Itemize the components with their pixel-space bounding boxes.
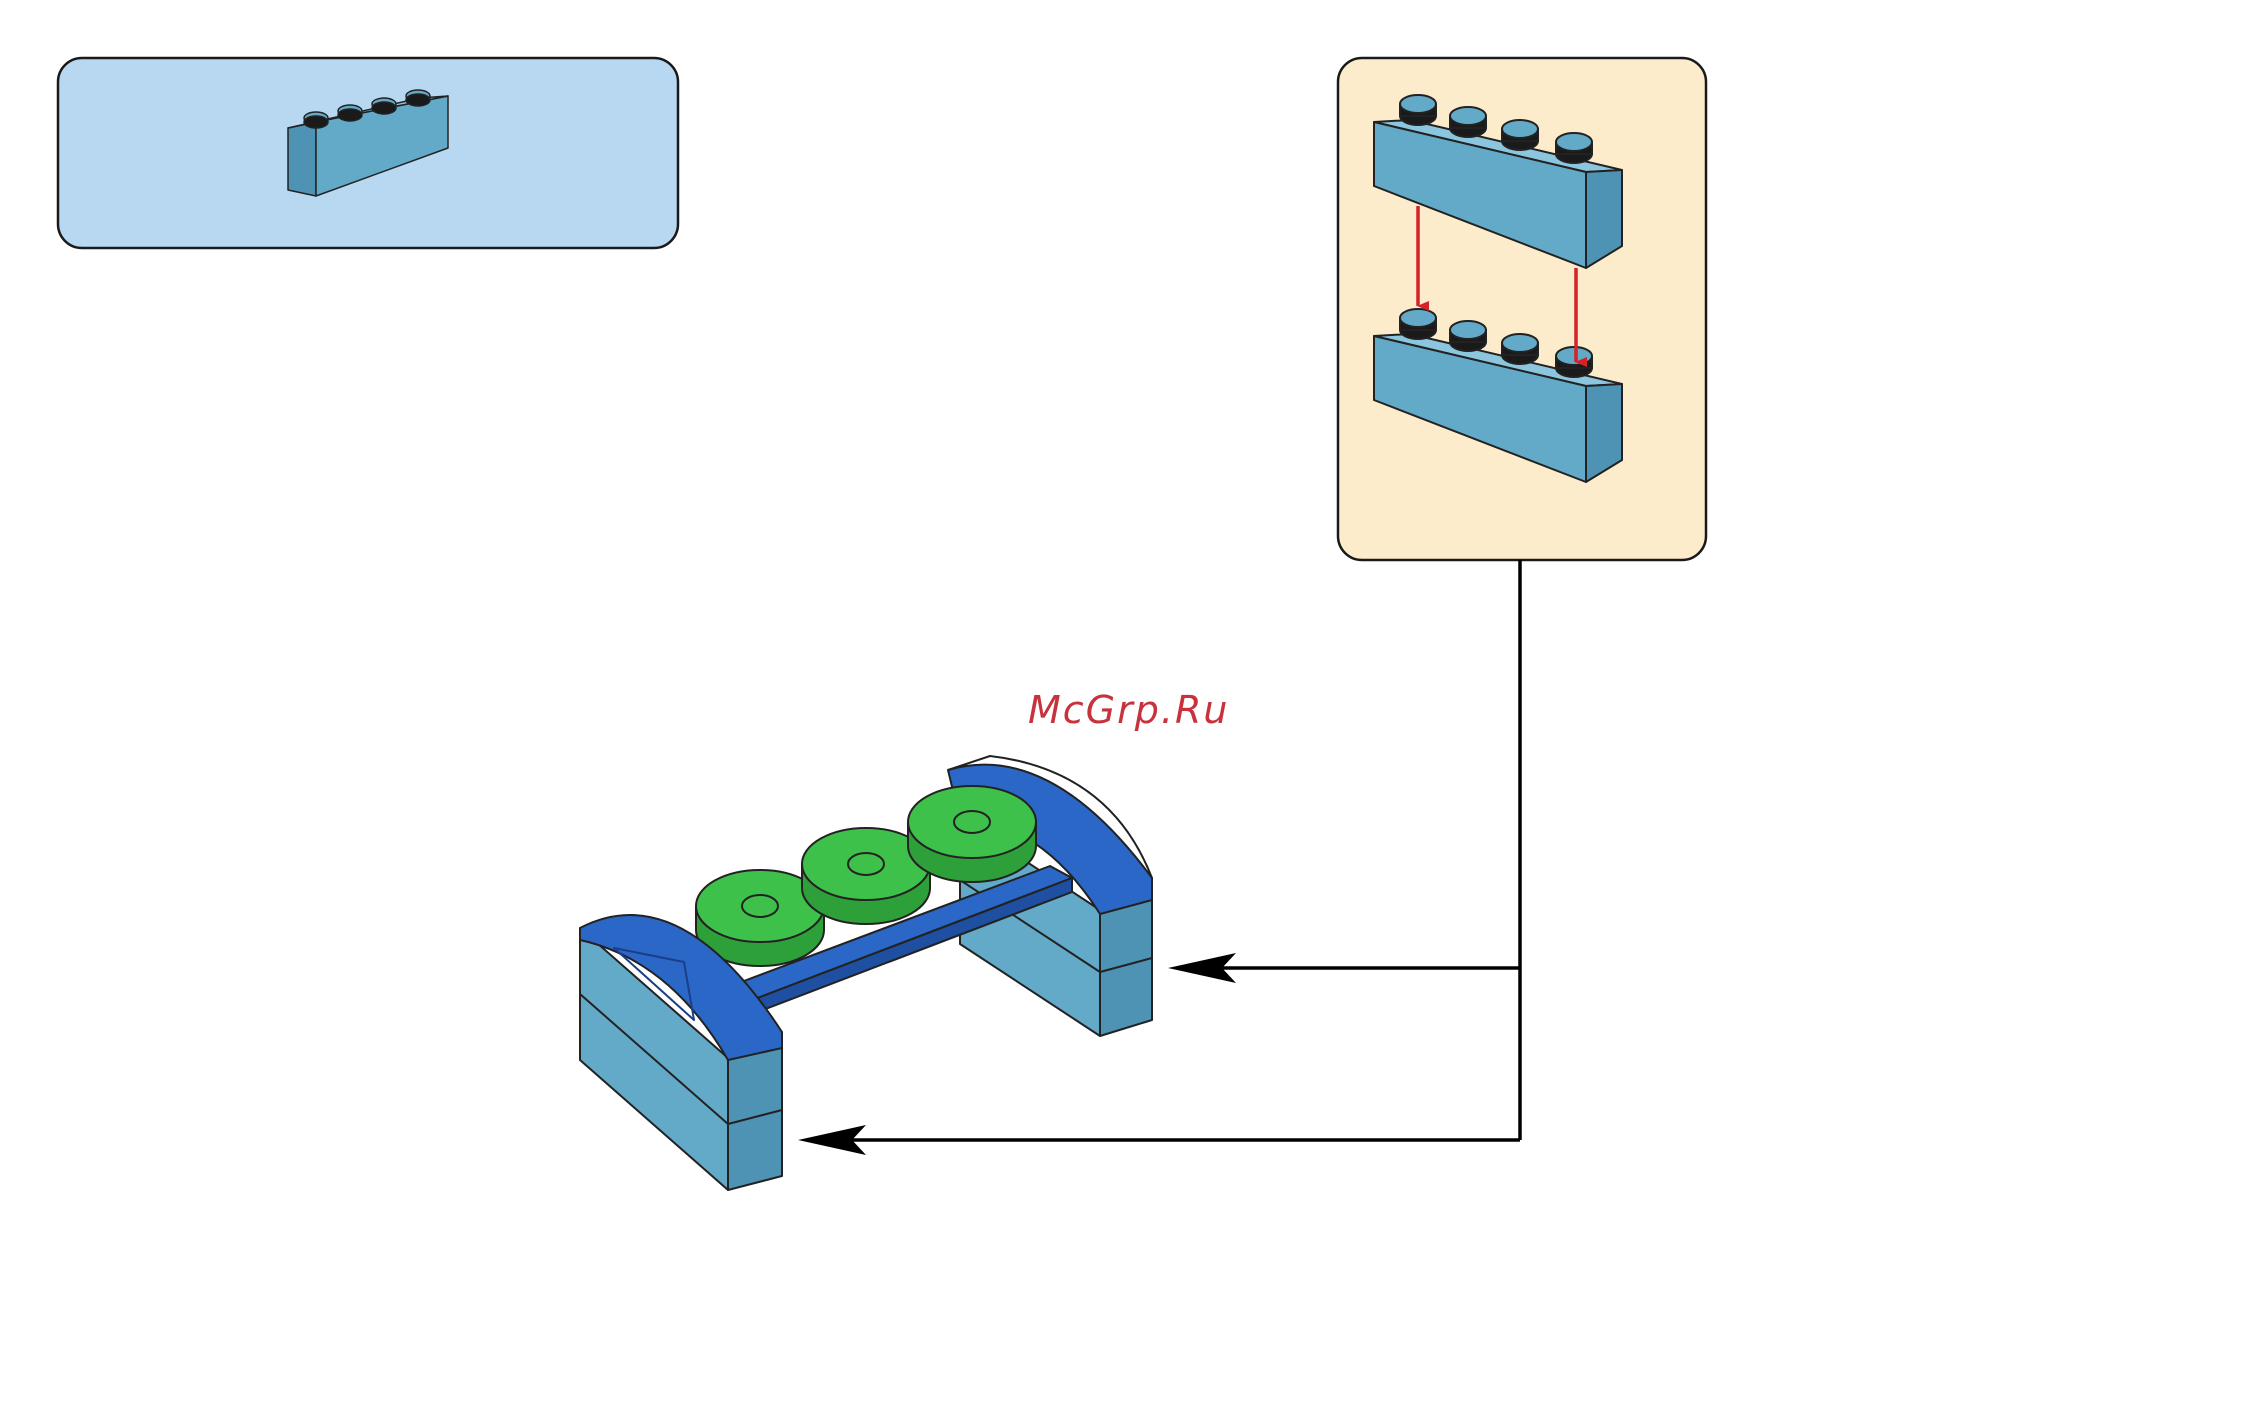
sub-assembly-callout [1338,58,1706,560]
green-tile-3 [908,786,1036,882]
watermark-text: McGrp.Ru [1028,688,1229,732]
model-bench [580,756,1152,1190]
parts-callout [58,58,678,248]
